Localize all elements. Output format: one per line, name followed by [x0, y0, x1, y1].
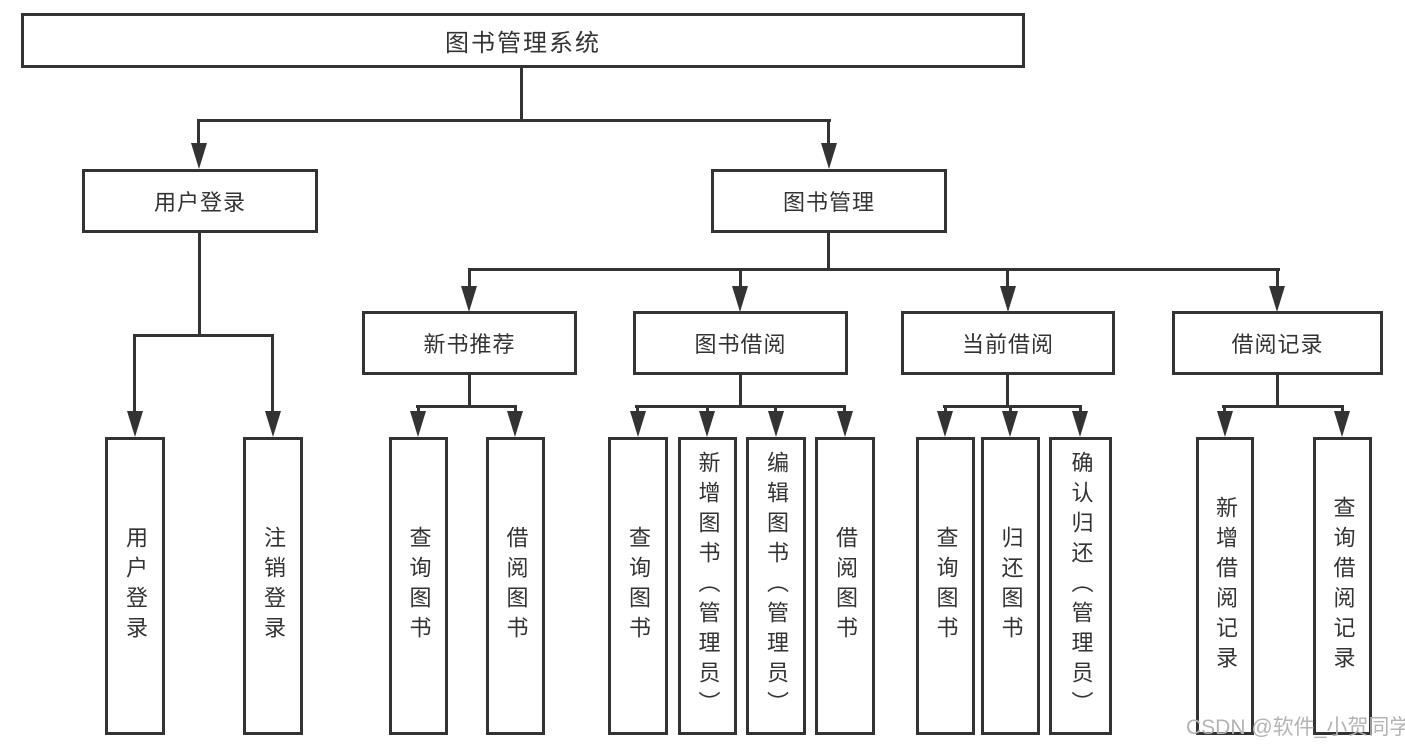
connector-root-trunk [520, 68, 523, 122]
connector-rail [1222, 405, 1344, 408]
node-label: 归还图书 [998, 526, 1024, 646]
connector-stub [1223, 405, 1226, 413]
connector-stub [1006, 268, 1009, 288]
leaf-logout: 注销登录 [243, 437, 303, 735]
leaf-borrow-books-recommend: 借阅图书 [486, 437, 545, 735]
arrow-down-icon [768, 411, 784, 437]
leaf-query-borrow-record: 查询借阅记录 [1313, 437, 1372, 735]
connector-user-login-rail [133, 334, 273, 337]
leaf-user-login: 用户登录 [105, 437, 165, 735]
connector-stub [739, 268, 742, 288]
arrow-down-icon [507, 411, 523, 437]
node-current-borrowing: 当前借阅 [901, 311, 1115, 375]
node-new-book-recommend: 新书推荐 [362, 311, 577, 375]
node-label: 新增借阅记录 [1213, 496, 1238, 676]
node-label: 查询图书 [406, 526, 432, 646]
node-label: 注销登录 [261, 526, 286, 646]
connector-book-mgmt-trunk [827, 233, 830, 271]
node-label: 确认归还（管理员） [1068, 451, 1094, 721]
leaf-return-book: 归还图书 [981, 437, 1040, 735]
arrow-down-icon [1072, 411, 1088, 437]
connector-stub [636, 405, 639, 413]
node-user-login: 用户登录 [82, 169, 318, 233]
connector-stub [1276, 268, 1279, 288]
arrow-down-icon [191, 143, 207, 169]
connector-book-mgmt-rail [468, 268, 1280, 271]
connector-rail [943, 405, 1082, 408]
csdn-watermark: CSDN @软件_小贺同学 [1186, 716, 1405, 739]
node-label: 用户登录 [123, 526, 148, 646]
node-label: 借阅记录 [1231, 332, 1324, 357]
connector-rail [635, 405, 846, 408]
connector-stub [1341, 405, 1344, 413]
connector-stub [468, 268, 471, 288]
connector-trunk [739, 375, 742, 407]
arrow-down-icon [732, 286, 748, 312]
arrow-down-icon [1000, 286, 1016, 312]
connector-stub [133, 334, 136, 413]
node-label: 新书推荐 [423, 332, 516, 357]
arrow-down-icon [937, 411, 953, 437]
node-library-system: 图书管理系统 [21, 13, 1025, 68]
connector-stub [827, 119, 830, 145]
leaf-confirm-return-admin: 确认归还（管理员） [1049, 437, 1112, 735]
node-label: 新增图书（管理员） [695, 451, 721, 721]
node-label: 编辑图书（管理员） [764, 451, 789, 721]
connector-user-login-trunk [198, 233, 201, 336]
arrow-down-icon [1002, 411, 1018, 437]
connector-stub [1079, 405, 1082, 413]
node-label: 当前借阅 [961, 332, 1054, 357]
leaf-borrow-books-borrowing: 借阅图书 [815, 437, 875, 735]
connector-trunk [1276, 375, 1279, 407]
arrow-down-icon [1334, 411, 1350, 437]
leaf-add-borrow-record: 新增借阅记录 [1196, 437, 1254, 735]
arrow-down-icon [630, 411, 646, 437]
connector-stub [514, 405, 517, 413]
connector-stub [417, 405, 420, 413]
node-label: 图书管理 [782, 190, 875, 215]
node-label: 查询图书 [933, 526, 959, 646]
arrow-down-icon [127, 411, 143, 437]
leaf-query-books-borrowing: 查询图书 [608, 437, 668, 735]
node-label: 借阅图书 [503, 526, 529, 646]
connector-trunk [468, 375, 471, 407]
arrow-down-icon [821, 143, 837, 169]
node-label: 图书借阅 [694, 332, 787, 357]
node-borrowing-records: 借阅记录 [1172, 311, 1383, 375]
arrow-down-icon [265, 411, 281, 437]
connector-stub [843, 405, 846, 413]
connector-root-rail [197, 119, 831, 122]
node-label: 用户登录 [153, 190, 246, 215]
node-book-management: 图书管理 [711, 169, 947, 233]
arrow-down-icon [410, 411, 426, 437]
arrow-down-icon [699, 411, 715, 437]
arrow-down-icon [837, 411, 853, 437]
leaf-add-book-admin: 新增图书（管理员） [678, 437, 737, 735]
arrow-down-icon [461, 286, 477, 312]
connector-rail [416, 405, 517, 408]
leaf-edit-book-admin: 编辑图书（管理员） [746, 437, 806, 735]
node-label: 查询借阅记录 [1330, 496, 1356, 676]
node-label: 借阅图书 [833, 526, 858, 646]
connector-stub [706, 405, 709, 413]
arrow-down-icon [1269, 286, 1285, 312]
connector-stub [197, 119, 200, 145]
connector-stub [271, 334, 274, 413]
connector-stub [1009, 405, 1012, 413]
connector-trunk [1006, 375, 1009, 407]
node-label: 查询图书 [626, 526, 651, 646]
leaf-query-books-recommend: 查询图书 [389, 437, 448, 735]
connector-stub [774, 405, 777, 413]
leaf-query-books-current: 查询图书 [916, 437, 975, 735]
node-book-borrowing: 图书借阅 [633, 311, 848, 375]
arrow-down-icon [1217, 411, 1233, 437]
node-label: 图书管理系统 [445, 30, 601, 57]
connector-stub [944, 405, 947, 413]
